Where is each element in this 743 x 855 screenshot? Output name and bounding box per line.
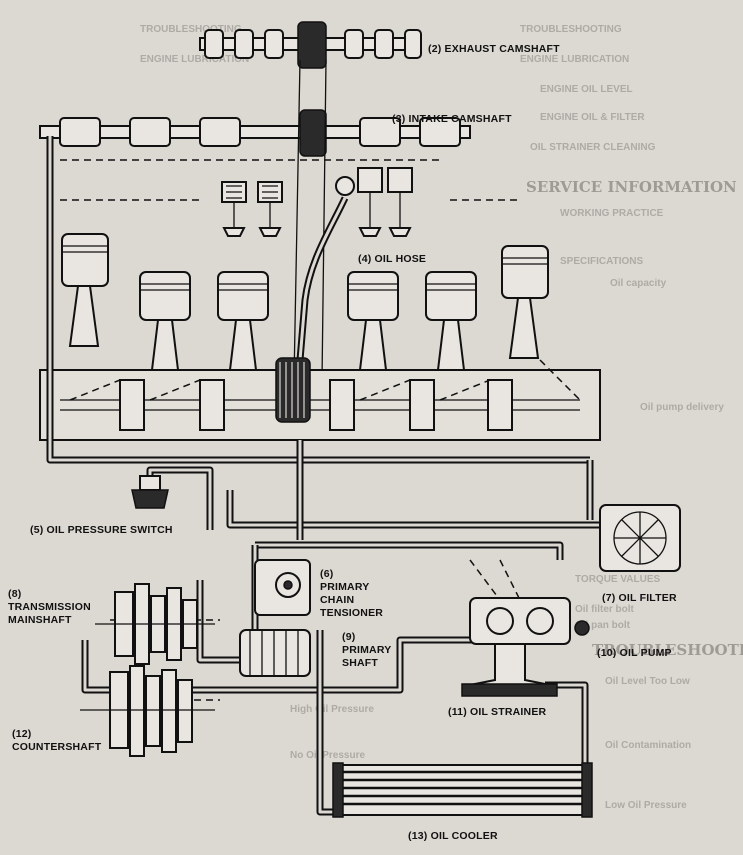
piston-2 (139, 271, 191, 321)
label-primary-chain-tensioner-2: PRIMARY (320, 581, 369, 593)
oil-strainer (461, 643, 558, 697)
oil-cooler (332, 762, 593, 818)
crank-sprocket (275, 357, 311, 423)
ghost-service-information: SERVICE INFORMATION (526, 178, 737, 196)
valve-train (221, 167, 413, 237)
ghost-working-practice: WORKING PRACTICE (560, 208, 664, 219)
crankshaft (39, 357, 601, 441)
ghost-specifications: SPECIFICATIONS (560, 256, 643, 267)
label-oil-pressure-switch: (5) OIL PRESSURE SWITCH (30, 524, 173, 536)
piston-4 (347, 271, 399, 321)
intake-cam-sprocket (299, 109, 327, 157)
oil-pressure-switch (131, 475, 169, 509)
piston-5 (425, 271, 477, 321)
ghost-engine-oil-filter: ENGINE OIL & FILTER (540, 112, 645, 123)
ghost-oil-filter-bolt: Oil filter bolt (575, 604, 635, 615)
ghost-oil-pump-delivery: Oil pump delivery (640, 402, 724, 413)
ghost-engine-oil-level: ENGINE OIL LEVEL (540, 84, 633, 95)
label-oil-pump: (10) OIL PUMP (597, 647, 672, 659)
piston-6 (501, 245, 549, 299)
label-countershaft-2: COUNTERSHAFT (12, 741, 102, 753)
label-intake-camshaft: (3) INTAKE CAMSHAFT (392, 113, 512, 125)
ghost-oil-contamination: Oil Contamination (605, 740, 691, 751)
ghost-high-oil-pressure: High Oil Pressure (290, 704, 374, 715)
ghost-low-oil-pressure: Low Oil Pressure (605, 800, 687, 811)
label-primary-chain-tensioner-3: CHAIN (320, 594, 354, 606)
label-primary-shaft-3: SHAFT (342, 657, 378, 669)
exhaust-camshaft (199, 21, 422, 69)
label-primary-chain-tensioner-4: TENSIONER (320, 607, 383, 619)
ghost-engine-lubrication: ENGINE LUBRICATION (140, 54, 249, 65)
countershaft (80, 665, 215, 757)
primary-shaft (239, 629, 311, 677)
ghost-oil-pan-bolt: Oil pan bolt (575, 620, 631, 631)
label-oil-strainer: (11) OIL STRAINER (448, 706, 547, 718)
intake-camshaft (39, 109, 471, 157)
ghost-troubleshooting-right: TROUBLESHOOTING (520, 24, 622, 35)
ghost-oil-level-too-low: Oil Level Too Low (605, 676, 690, 687)
label-primary-shaft-1: (9) (342, 631, 355, 643)
label-oil-filter: (7) OIL FILTER (602, 592, 677, 604)
label-transmission-mainshaft-1: (8) (8, 588, 21, 600)
piston-1 (61, 233, 109, 287)
label-oil-hose: (4) OIL HOSE (358, 253, 426, 265)
label-oil-cooler: (13) OIL COOLER (408, 830, 498, 842)
label-transmission-mainshaft-3: MAINSHAFT (8, 614, 72, 626)
label-primary-chain-tensioner-1: (6) (320, 568, 333, 580)
ghost-troubleshooting-side: TROUBLESHOOTING (592, 641, 743, 659)
transmission-mainshaft (95, 583, 215, 665)
ghost-oil-capacity: Oil capacity (610, 278, 667, 289)
oil-filter (599, 504, 681, 572)
ghost-torque-values: TORQUE VALUES (575, 574, 661, 585)
background-page-text: TROUBLESHOOTING ENGINE LUBRICATION TROUB… (140, 24, 743, 811)
oil-pump (469, 597, 590, 645)
ghost-no-oil-pressure: No Oil Pressure (290, 750, 365, 761)
ghost-oil-strainer-cleaning: OIL STRAINER CLEANING (530, 142, 656, 153)
label-exhaust-camshaft: (2) EXHAUST CAMSHAFT (428, 43, 560, 55)
part-labels: (2) EXHAUST CAMSHAFT (3) INTAKE CAMSHAFT… (8, 43, 677, 842)
label-countershaft-1: (12) (12, 728, 31, 740)
primary-chain-tensioner (254, 559, 311, 616)
label-primary-shaft-2: PRIMARY (342, 644, 391, 656)
exhaust-cam-sprocket (297, 21, 327, 69)
label-transmission-mainshaft-2: TRANSMISSION (8, 601, 91, 613)
oil-galleries (46, 136, 610, 816)
piston-3 (217, 271, 269, 321)
ghost-engine-lubrication-right: ENGINE LUBRICATION (520, 54, 629, 65)
ghost-troubleshooting: TROUBLESHOOTING (140, 24, 242, 35)
cam-chain (293, 59, 327, 381)
